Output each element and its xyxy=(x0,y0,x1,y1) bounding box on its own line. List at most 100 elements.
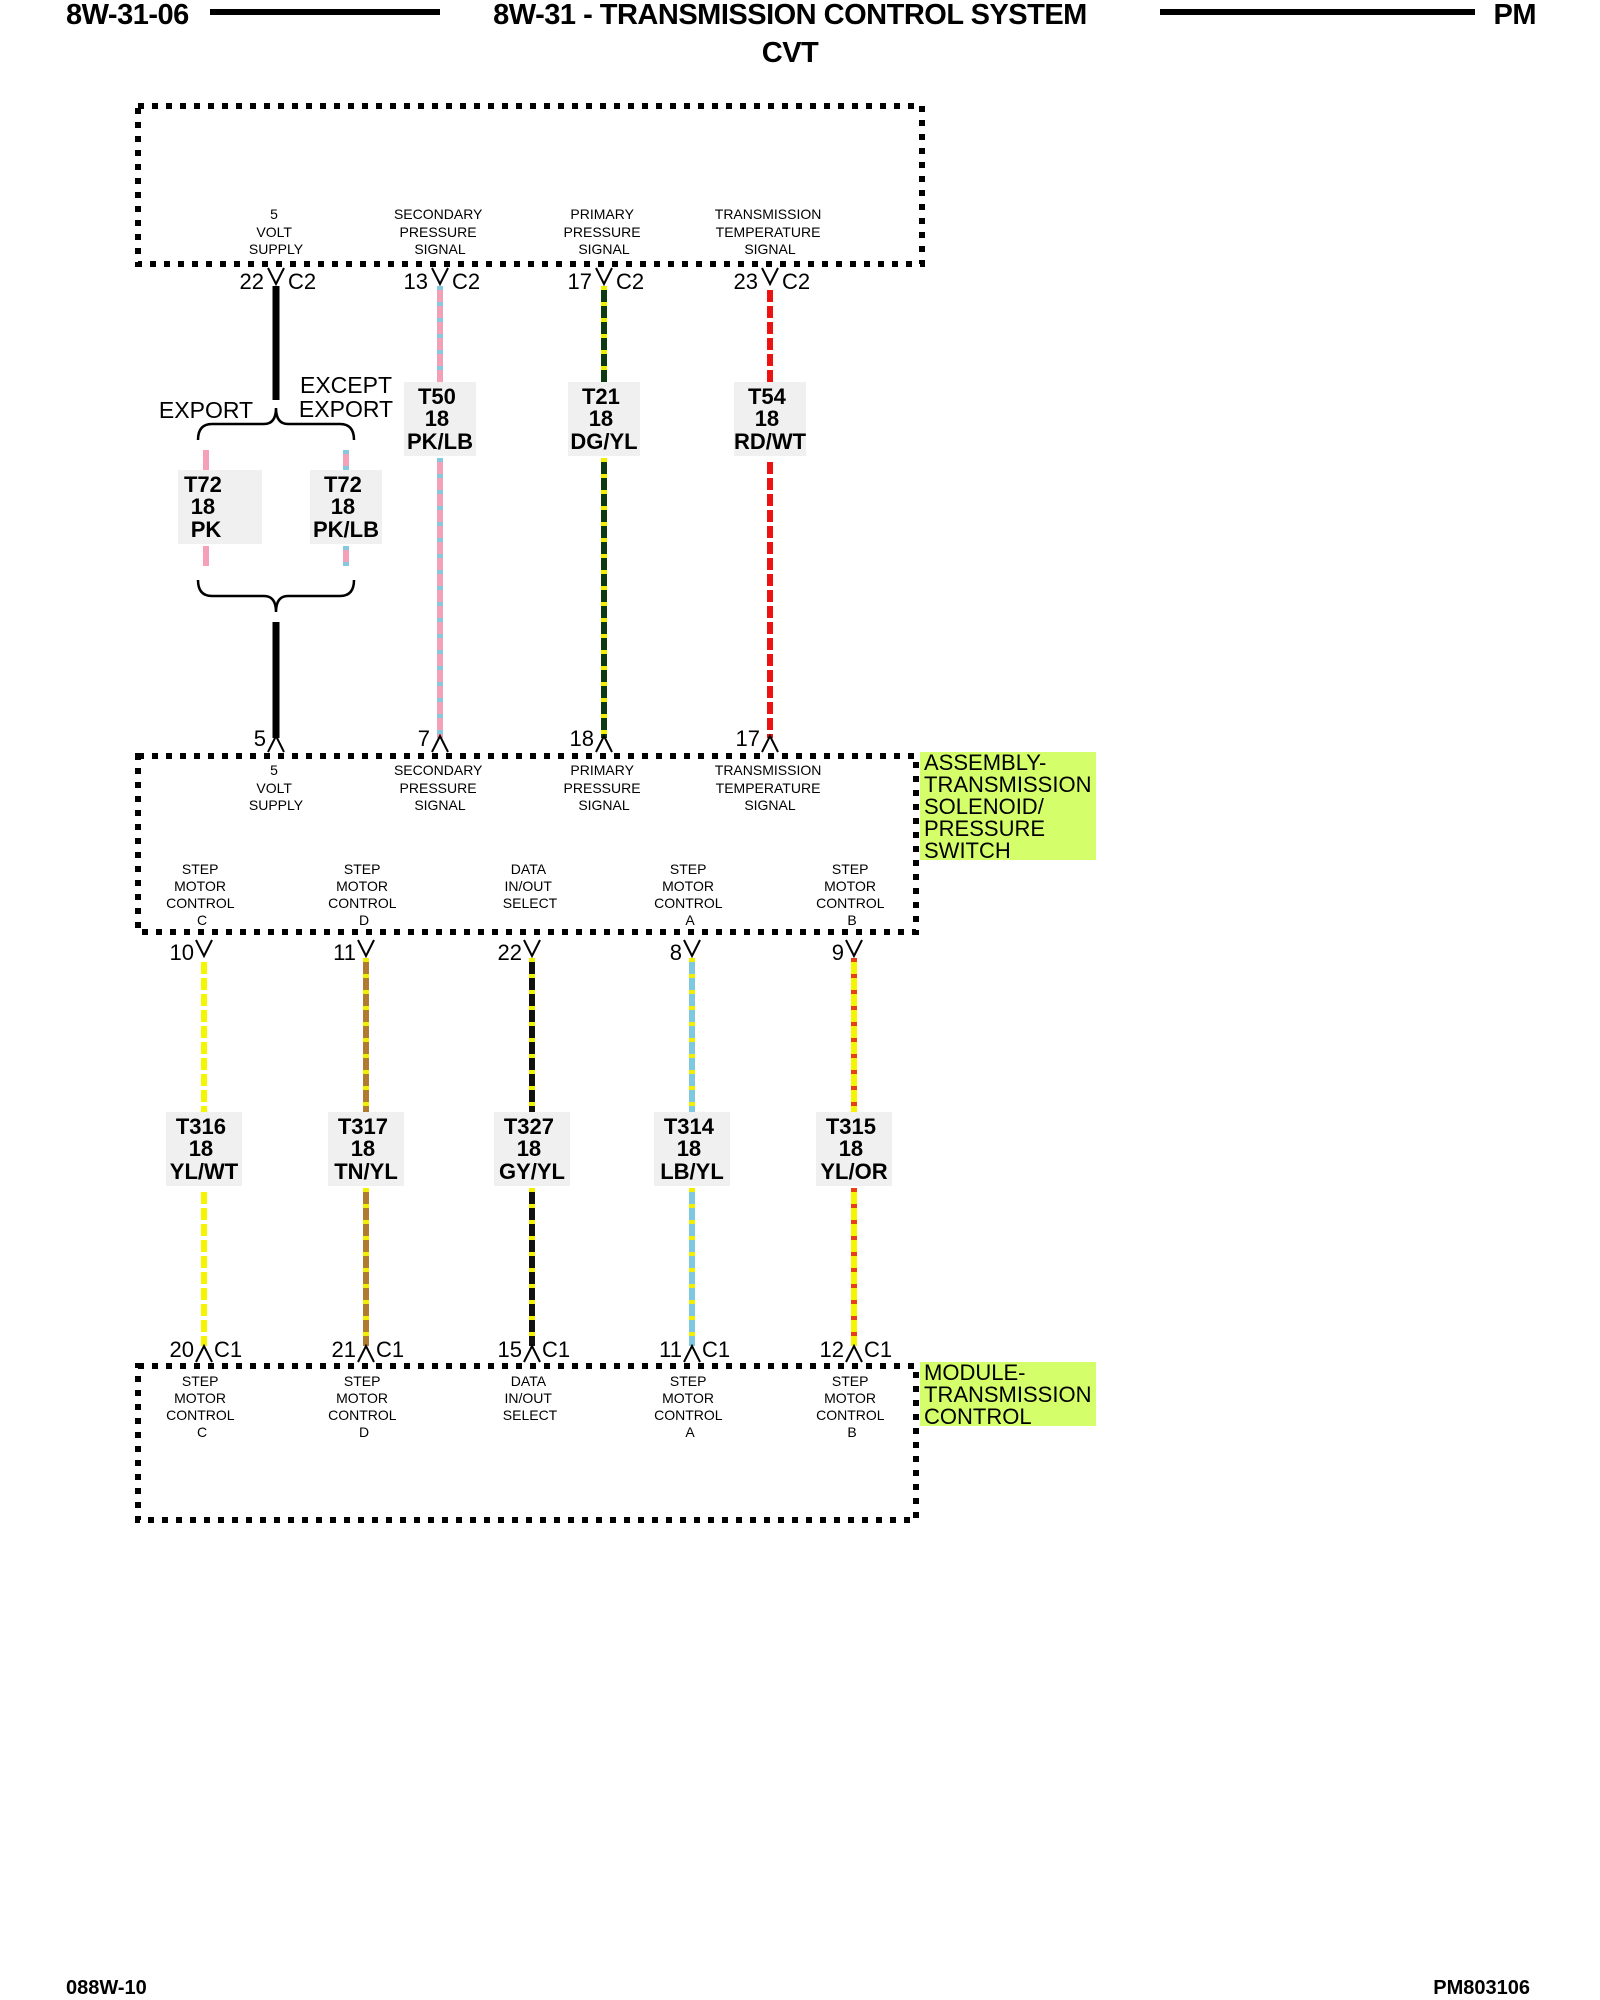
male-terminal-icon xyxy=(523,1343,541,1363)
module-box xyxy=(135,1363,919,1523)
model-code: PM xyxy=(1494,0,1537,31)
pin-number: 5 xyxy=(254,726,266,751)
option-brace-top xyxy=(196,407,356,613)
male-terminal-icon xyxy=(595,733,613,753)
female-terminal-icon xyxy=(431,267,449,287)
pin-number: 22 xyxy=(240,269,264,294)
wire-label-bg xyxy=(494,1112,570,1186)
connector-id: C1 xyxy=(864,1337,892,1362)
assembly-pin-label: STEP MOTOR CONTROL B xyxy=(816,861,888,928)
assembly-pin-label: SECONDARY PRESSURE SIGNAL xyxy=(394,762,486,813)
upper-wire-ids: T72 18 PK T72 18 PK/LB T50 18 PK/LB T21 … xyxy=(178,382,807,544)
assembly-label-highlight xyxy=(920,752,1096,860)
male-terminal-icon xyxy=(357,1343,375,1363)
pin-number: 11 xyxy=(333,940,356,965)
module-pin-labels: STEP MOTOR CONTROL C STEP MOTOR CONTROL … xyxy=(166,1373,888,1440)
connector-id: C2 xyxy=(452,269,480,294)
assembly-bottom-pin-numbers: 10 11 22 8 9 xyxy=(170,940,844,965)
assembly-box xyxy=(135,753,919,935)
top-pin-label: PRIMARY PRESSURE SIGNAL xyxy=(564,206,645,257)
pin-number: 12 xyxy=(820,1337,844,1362)
female-terminal-icon xyxy=(761,267,779,287)
top-pin-numbers: 22 C2 13 C2 17 C2 23 C2 xyxy=(240,269,811,294)
pin-number: 9 xyxy=(832,940,844,965)
assembly-pin-label: PRIMARY PRESSURE SIGNAL xyxy=(564,762,645,813)
module-label-highlight xyxy=(920,1362,1096,1426)
wire-label-t72-pk: T72 18 PK xyxy=(184,472,228,542)
male-terminal-icon xyxy=(845,1343,863,1363)
wire-label-t327: T327 18 GY/YL xyxy=(499,1114,565,1184)
footer-left-code: 088W-10 xyxy=(66,1977,147,1999)
brace-label-except-2: EXPORT xyxy=(299,396,393,422)
wire-label-bg xyxy=(568,382,640,456)
pin-number: 8 xyxy=(670,940,682,965)
assembly-pin-label: 5 VOLT SUPPLY xyxy=(249,762,304,813)
wire-label-bg xyxy=(816,1112,892,1186)
assembly-bottom-pin-labels: STEP MOTOR CONTROL C STEP MOTOR CONTROL … xyxy=(166,861,888,928)
top-pin-label: SECONDARY PRESSURE SIGNAL xyxy=(394,206,486,257)
pin-number: 21 xyxy=(332,1337,356,1362)
wire-label-bg xyxy=(310,470,382,544)
pin-number: 20 xyxy=(170,1337,194,1362)
connector-id: C1 xyxy=(702,1337,730,1362)
assembly-bottom-connectors xyxy=(195,939,863,959)
upper-wires xyxy=(203,286,773,738)
page-subtitle: CVT xyxy=(762,37,819,69)
pin-number: 10 xyxy=(170,940,194,965)
male-terminal-icon xyxy=(761,733,779,753)
assembly-pin-label: DATA IN/OUT SELECT xyxy=(503,861,558,911)
page-footer: 088W-10 PM803106 xyxy=(66,1977,1530,1999)
page-code: 8W-31-06 xyxy=(66,0,189,31)
pin-number: 23 xyxy=(734,269,758,294)
brace-label-except-1: EXCEPT xyxy=(300,372,392,398)
wire-label-t72-pklb: T72 18 PK/LB xyxy=(313,472,379,542)
female-terminal-icon xyxy=(195,939,213,959)
pin-number: 11 xyxy=(659,1337,682,1362)
female-terminal-icon xyxy=(683,939,701,959)
module-connectors xyxy=(195,1343,863,1363)
wire-label-t50: T50 18 PK/LB xyxy=(407,384,473,454)
module-pin-label: STEP MOTOR CONTROL A xyxy=(654,1373,726,1440)
wire-label-t314: T314 18 LB/YL xyxy=(660,1114,724,1184)
assembly-pin-label: TRANSMISSION TEMPERATURE SIGNAL xyxy=(715,762,825,813)
female-terminal-icon xyxy=(595,267,613,287)
female-terminal-icon xyxy=(523,939,541,959)
top-module-box xyxy=(135,103,925,267)
page-title: 8W-31 - TRANSMISSION CONTROL SYSTEM xyxy=(493,0,1087,31)
male-terminal-icon xyxy=(683,1343,701,1363)
male-terminal-icon xyxy=(431,733,449,753)
wire-label-bg xyxy=(328,1112,404,1186)
brace-top-icon xyxy=(196,407,356,441)
wire-label-bg xyxy=(654,1112,730,1186)
pin-number: 17 xyxy=(736,726,760,751)
wire-label-t54: T54 18 RD/WT xyxy=(734,384,807,454)
pin-number: 18 xyxy=(570,726,594,751)
lower-wires xyxy=(201,958,857,1346)
female-terminal-icon xyxy=(267,267,285,287)
wire-label-bg xyxy=(734,382,806,456)
wire-label-bg xyxy=(178,470,262,544)
connector-id: C1 xyxy=(542,1337,570,1362)
assembly-top-pin-labels: 5 VOLT SUPPLY SECONDARY PRESSURE SIGNAL … xyxy=(249,762,825,813)
top-pin-label: TRANSMISSION TEMPERATURE SIGNAL xyxy=(715,206,825,257)
assembly-top-connectors xyxy=(267,733,779,753)
module-label: MODULE- TRANSMISSION CONTROL xyxy=(924,1360,1098,1429)
assembly-pin-label: STEP MOTOR CONTROL A xyxy=(654,861,726,928)
connector-id: C1 xyxy=(214,1337,242,1362)
top-pin-connectors xyxy=(267,267,779,287)
pin-number: 7 xyxy=(418,726,430,751)
pin-number: 15 xyxy=(498,1337,522,1362)
connector-id: C2 xyxy=(288,269,316,294)
connector-id: C1 xyxy=(376,1337,404,1362)
wire-label-t317: T317 18 TN/YL xyxy=(334,1114,398,1184)
top-pin-label: 5 VOLT SUPPLY xyxy=(249,206,304,257)
top-pin-labels: 5 VOLT SUPPLY SECONDARY PRESSURE SIGNAL … xyxy=(249,206,825,257)
module-pin-label: STEP MOTOR CONTROL D xyxy=(328,1373,400,1440)
page-header: 8W-31-06 8W-31 - TRANSMISSION CONTROL SY… xyxy=(66,0,1537,69)
assembly-pin-label: STEP MOTOR CONTROL C xyxy=(166,861,238,928)
connector-id: C2 xyxy=(616,269,644,294)
brace-bottom-icon xyxy=(196,579,356,613)
module-pin-label: STEP MOTOR CONTROL B xyxy=(816,1373,888,1440)
footer-right-code: PM803106 xyxy=(1433,1977,1530,1999)
